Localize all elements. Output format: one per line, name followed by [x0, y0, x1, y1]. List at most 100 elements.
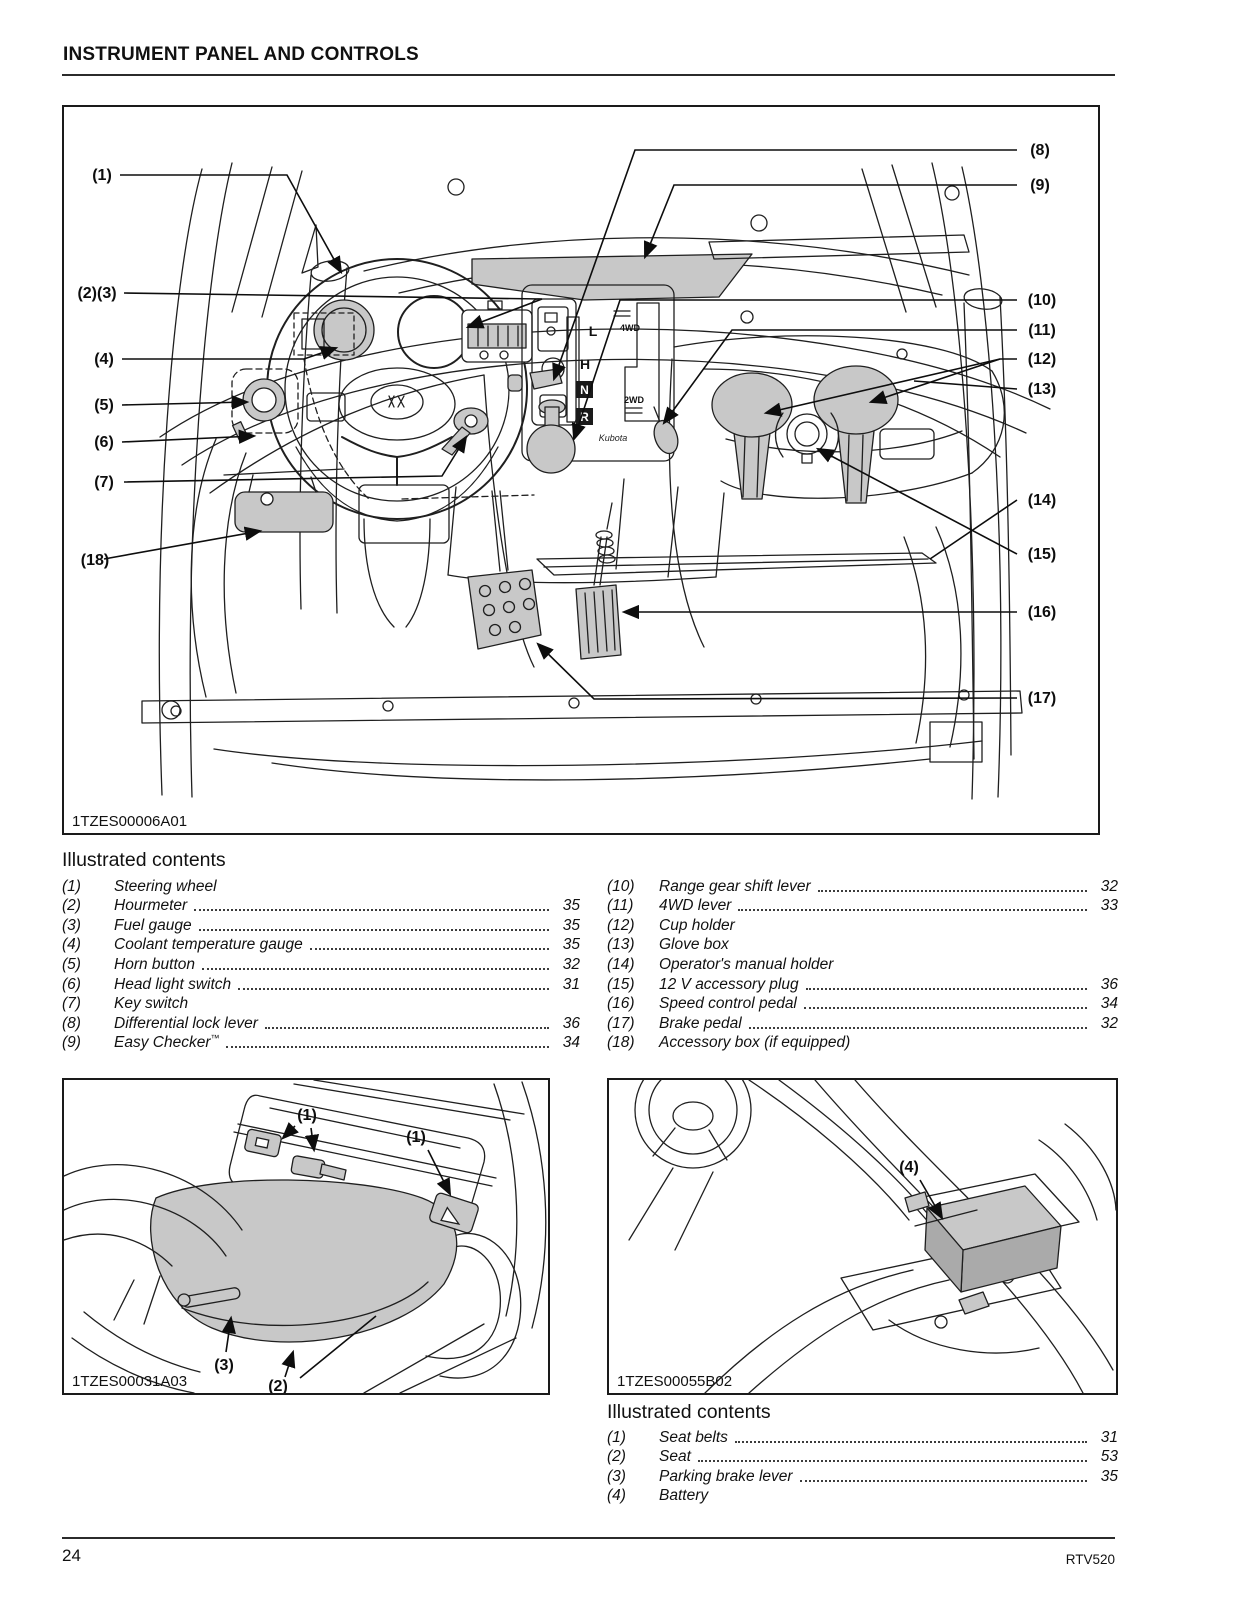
console-label-H: H	[580, 356, 590, 372]
toc-item-number: (6)	[62, 975, 81, 993]
toc-item-number: (10)	[607, 877, 635, 895]
toc-item-label: Accessory box (if equipped)	[659, 1034, 851, 1052]
toc-item-label: Operator's manual holder	[659, 955, 834, 973]
callout-15: (15)	[1028, 546, 1056, 563]
toc-row: (13)Glove box	[607, 935, 1118, 955]
contents-heading-main: Illustrated contents	[62, 849, 226, 871]
seat-callout-labels: (1) (1) (3) (2)	[214, 1107, 426, 1395]
footer-rule	[62, 1537, 1115, 1539]
toc-item-label: Key switch	[114, 995, 189, 1013]
toc-item-label: Coolant temperature gauge	[114, 936, 303, 954]
toc-dotted-leader	[799, 1479, 1087, 1482]
battery	[914, 1185, 1062, 1293]
toc-dotted-leader	[697, 1460, 1087, 1463]
toc-item-number: (4)	[62, 936, 81, 954]
floor-structure	[141, 689, 1023, 781]
callout-2-3: (2)(3)	[77, 285, 116, 302]
toc-page-number: 35	[562, 897, 580, 915]
toc-item-number: (1)	[607, 1428, 626, 1446]
console-label-N: N	[580, 383, 589, 397]
callout-1: (1)	[92, 167, 112, 184]
callout-16: (16)	[1028, 604, 1056, 621]
toc-item-label: Seat belts	[659, 1428, 728, 1446]
callout-13: (13)	[1028, 381, 1056, 398]
toc-row: (4)Battery	[607, 1486, 1118, 1506]
battery-figure-caption: 1TZES00055B02	[617, 1373, 733, 1390]
figure-caption: 1TZES00006A01	[72, 813, 188, 830]
seat-callout-2: (2)	[268, 1378, 288, 1393]
callout-5: (5)	[94, 397, 114, 414]
toc-page-number: 31	[562, 975, 580, 993]
seat-callout-leaders	[221, 1122, 452, 1379]
battery-figure-frame: (4) 1TZES00055B02	[607, 1051, 1118, 1395]
key-switch	[441, 407, 489, 456]
gauge-cluster	[293, 295, 535, 500]
cup-holders	[711, 365, 899, 504]
callout-8: (8)	[1030, 142, 1050, 159]
seat-structure	[63, 1079, 547, 1394]
callout-10: (10)	[1028, 292, 1056, 309]
toc-item-number: (16)	[607, 995, 635, 1013]
toc-item-label: Battery	[659, 1487, 709, 1505]
toc-item-label: 4WD lever	[659, 897, 732, 915]
seat-callout-3: (3)	[214, 1357, 234, 1374]
seat-cushion	[149, 1179, 458, 1343]
toc-dotted-leader	[738, 909, 1087, 912]
toc-page-number: 36	[562, 1014, 580, 1032]
toc-page-number: 34	[1100, 995, 1118, 1013]
toc-page-number: 32	[1100, 877, 1118, 895]
toc-page-number: 53	[1100, 1448, 1118, 1466]
toc-page-number: 33	[1100, 897, 1118, 915]
toc-item-label: Brake pedal	[659, 1014, 742, 1032]
callout-18: (18)	[81, 552, 109, 569]
toc-item-label: Head light switch	[114, 975, 232, 993]
toc-item-label: Fuel gauge	[114, 916, 192, 934]
callout-11: (11)	[1028, 322, 1056, 339]
toc-dotted-leader	[748, 1026, 1087, 1029]
toc-dotted-leader	[734, 1440, 1087, 1443]
callout-leader-lines	[103, 149, 1018, 700]
gear-console: L H N R 4WD 2WD Kubota	[507, 284, 679, 474]
toc-item-label: Cup holder	[659, 916, 735, 934]
seat-belt-buckles	[244, 1128, 479, 1234]
toc-item-number: (15)	[607, 975, 635, 993]
toc-item-label: Easy Checker™	[114, 1033, 220, 1052]
toc-item-number: (18)	[607, 1034, 635, 1052]
parking-brake-lever	[177, 1287, 241, 1308]
easy-checker-display	[471, 234, 970, 301]
toc-item-number: (13)	[607, 936, 635, 954]
toc-row: (1)Steering wheel	[62, 876, 580, 896]
page-number: 24	[62, 1546, 81, 1565]
toc-row: (7)Key switch	[62, 994, 580, 1014]
contents-heading-bottom: Illustrated contents	[607, 1401, 771, 1423]
toc-row: (18) Accessory box (if equipped)	[607, 1033, 1118, 1053]
toc-row: (14)Operator's manual holder	[607, 954, 1118, 974]
battery-callout-4: (4)	[899, 1159, 919, 1176]
toc-dotted-leader	[817, 889, 1087, 892]
toc-dotted-leader	[198, 928, 549, 931]
toc-item-number: (8)	[62, 1014, 81, 1032]
trademark-symbol: ™	[210, 1033, 220, 1044]
toc-item-number: (3)	[607, 1467, 626, 1485]
seat-callout-1a: (1)	[297, 1107, 317, 1124]
toc-item-number: (5)	[62, 955, 81, 973]
toc-dotted-leader	[264, 1026, 549, 1029]
toc-item-label: Seat	[659, 1448, 691, 1466]
callout-17: (17)	[1028, 690, 1056, 707]
horn-button	[231, 368, 346, 443]
toc-dotted-leader	[309, 948, 549, 951]
callout-6: (6)	[94, 434, 114, 451]
toc-dotted-leader	[226, 1046, 549, 1049]
toc-item-number: (1)	[62, 877, 81, 895]
seat-figure-caption: 1TZES00031A03	[72, 1373, 188, 1390]
toc-dotted-leader	[805, 987, 1087, 990]
